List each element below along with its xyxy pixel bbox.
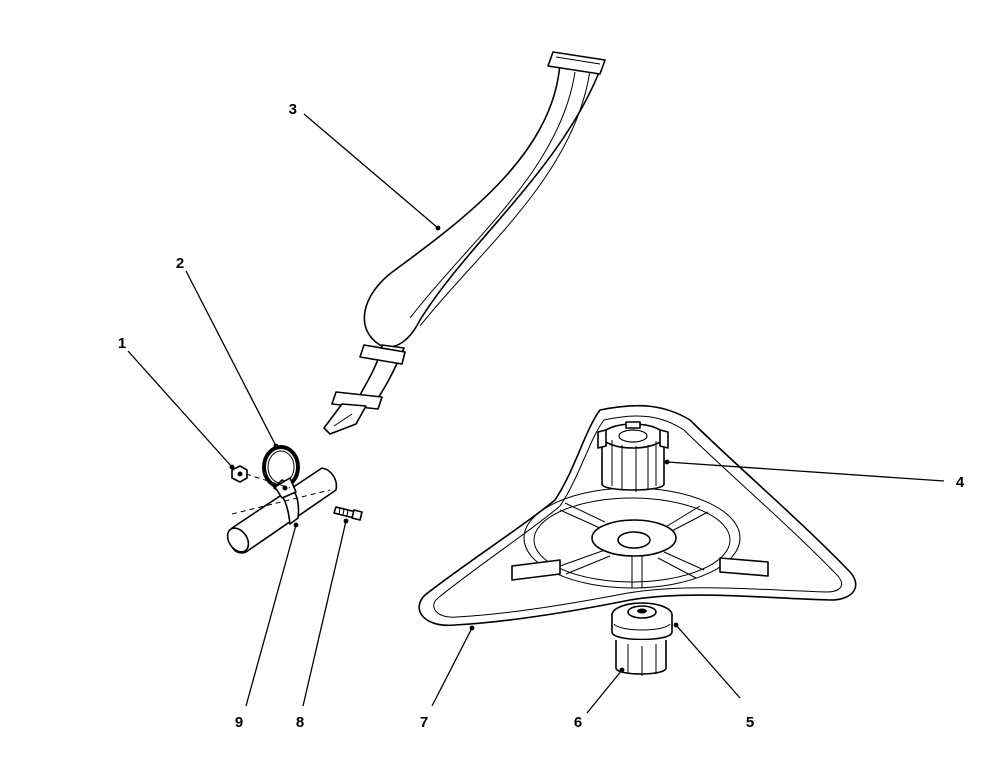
callout-label-9: 9 [235, 714, 243, 731]
base-plate [418, 404, 857, 627]
callout-label-4: 4 [956, 474, 965, 491]
callout-label-5: 5 [746, 714, 754, 731]
leader-line-3 [303, 113, 439, 229]
handle-tube-clamp [226, 467, 338, 554]
leader-line-2 [185, 270, 277, 447]
leader-dot-3 [435, 225, 441, 231]
callout-label-8: 8 [296, 714, 304, 731]
shoulder-strap [323, 51, 606, 435]
leader-line-8 [302, 520, 347, 707]
leader-line-6 [586, 669, 623, 714]
hub-nut-bearing [611, 602, 673, 676]
callout-label-7: 7 [420, 714, 428, 731]
callout-label-3: 3 [289, 101, 297, 118]
leader-line-1 [127, 350, 233, 468]
leader-dot-2 [273, 443, 279, 449]
callout-label-2: 2 [176, 255, 184, 272]
nut [231, 465, 248, 483]
leader-dot-7 [469, 625, 475, 631]
screw [333, 506, 363, 521]
callout-label-1: 1 [118, 335, 126, 352]
leader-line-4 [666, 461, 945, 482]
callout-labels: 3 2 1 4 5 6 7 8 9 [118, 101, 965, 731]
leader-dot-5 [673, 622, 679, 628]
callout-label-6: 6 [574, 714, 582, 731]
leader-dot-6 [619, 667, 625, 673]
leader-dot-4 [664, 459, 670, 465]
leader-line-5 [675, 624, 741, 699]
leader-dot-9 [293, 522, 299, 528]
leader-lines [127, 113, 945, 714]
leader-line-7 [431, 627, 473, 707]
leader-line-9 [245, 524, 297, 707]
leader-dot-1 [229, 464, 235, 470]
splined-hub [597, 421, 669, 492]
leader-dot-8 [343, 518, 349, 524]
